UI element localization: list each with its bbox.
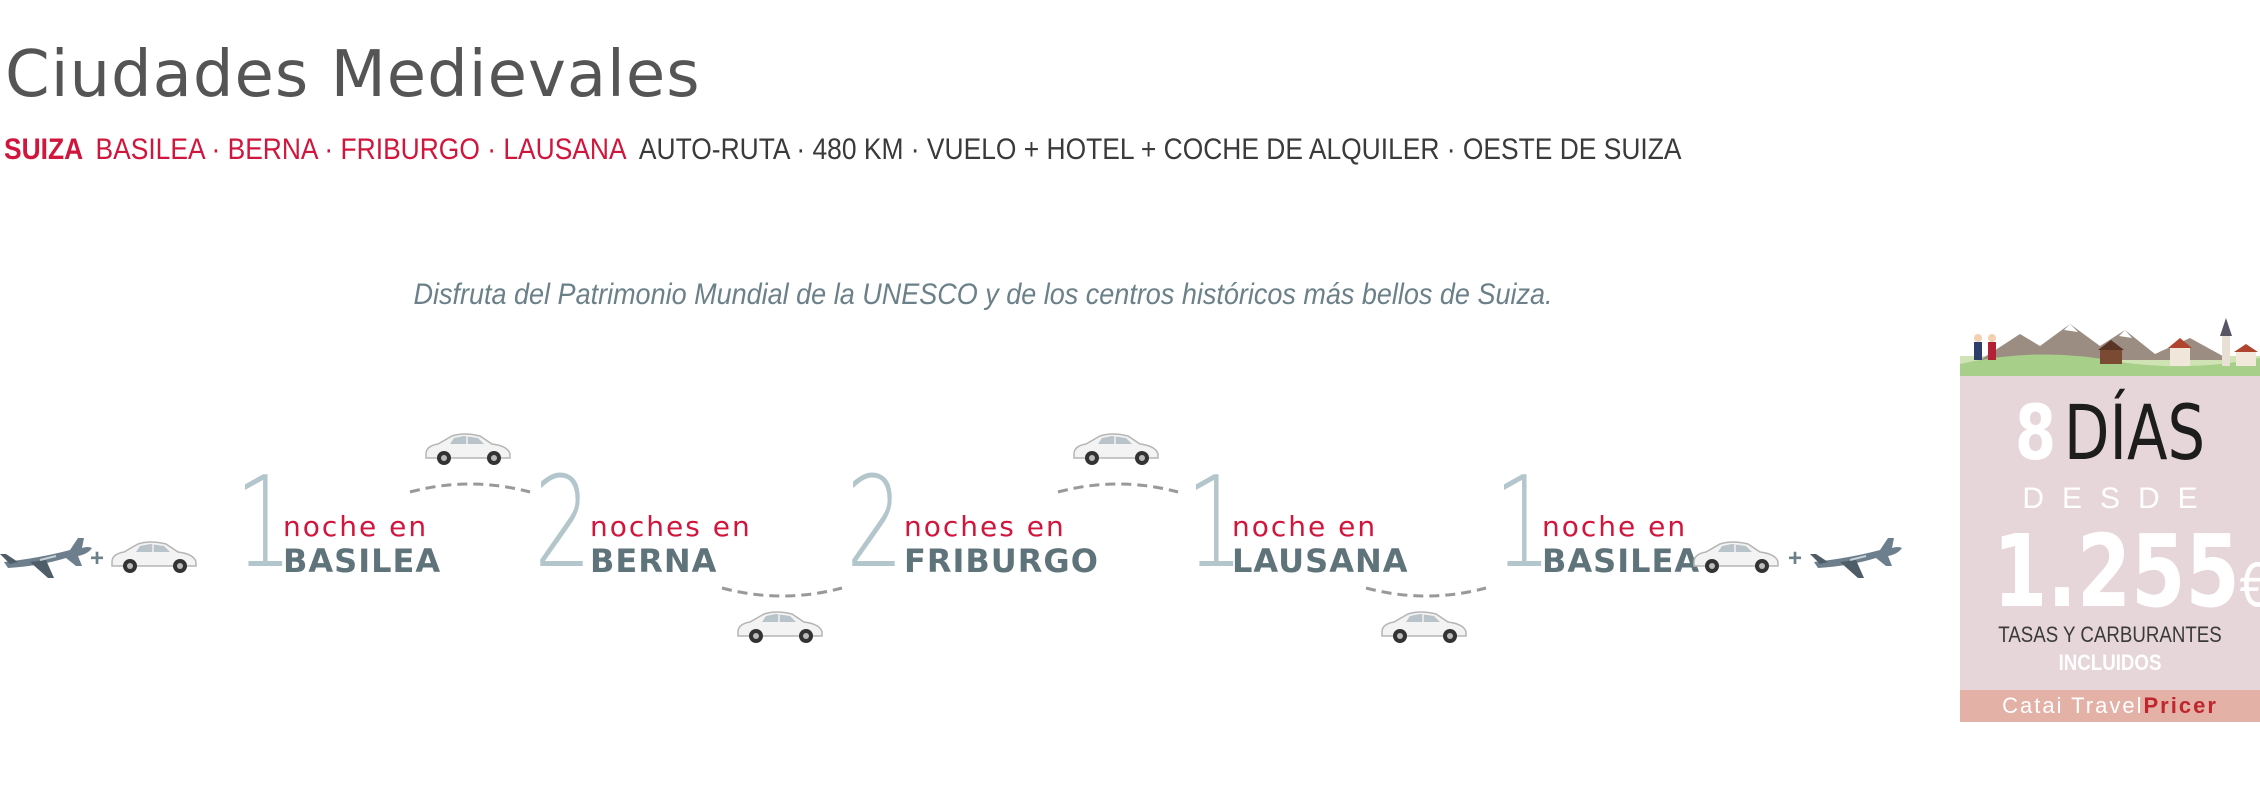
- tagline: Disfruta del Patrimonio Mundial de la UN…: [413, 278, 1553, 311]
- price-panel: [1960, 376, 2260, 690]
- car-icon: [1381, 611, 1467, 644]
- car-icon: [1073, 433, 1159, 466]
- nights-number: 2: [846, 449, 904, 596]
- nights-label: noches en: [590, 510, 752, 543]
- nights-label: noches en: [904, 510, 1066, 543]
- city-name: BASILEA: [1542, 542, 1701, 580]
- days-number: 8: [2014, 388, 2057, 477]
- nights-number: 1: [1494, 449, 1552, 596]
- route-arc-up: [1057, 482, 1179, 494]
- included-label: INCLUIDOS: [2058, 650, 2162, 675]
- plane-icon: [1810, 537, 1903, 579]
- car-icon: [111, 541, 197, 574]
- page-title: Ciudades Medievales: [5, 38, 701, 112]
- city-name: FRIBURGO: [904, 542, 1099, 580]
- nights-label: noche en: [283, 510, 429, 543]
- city-name: BASILEA: [283, 542, 442, 580]
- route-arc-down: [721, 586, 843, 598]
- price-value: 1.255€: [1993, 516, 2260, 642]
- from-label: DESDE: [2022, 482, 2216, 515]
- route-arc-down: [1365, 586, 1487, 598]
- plus-sign: +: [1788, 545, 1803, 572]
- plane-icon: [0, 537, 93, 579]
- route-arc-up: [409, 482, 531, 494]
- days-text: DÍAS: [2063, 388, 2206, 477]
- brand-name: Catai Travel: [2002, 693, 2144, 718]
- swiss-landscape-illustration: [1960, 318, 2260, 376]
- brand-bar: Catai TravelPricer: [1960, 690, 2260, 722]
- nights-number: 1: [1186, 449, 1244, 596]
- nights-number: 1: [235, 449, 293, 596]
- taxes-label: TASAS Y CARBURANTES: [1998, 622, 2222, 647]
- cities-list: BASILEA · BERNA · FRIBURGO · LAUSANA: [95, 133, 627, 166]
- country-label: SUIZA: [4, 133, 84, 166]
- route-details: AUTO-RUTA · 480 KM · VUELO + HOTEL + COC…: [638, 133, 1682, 166]
- nights-number: 2: [534, 449, 592, 596]
- car-icon: [737, 611, 823, 644]
- plus-sign: +: [90, 545, 105, 572]
- car-icon: [425, 433, 511, 466]
- price-currency: €: [2240, 551, 2260, 621]
- price-amount: 1.255: [1993, 513, 2240, 630]
- nights-label: noche en: [1232, 510, 1378, 543]
- city-name: LAUSANA: [1232, 542, 1409, 580]
- subtitle: SUIZA BASILEA · BERNA · FRIBURGO · LAUSAN…: [4, 133, 1681, 167]
- city-name: BERNA: [590, 542, 718, 580]
- car-icon: [1693, 541, 1779, 574]
- nights-label: noche en: [1542, 510, 1688, 543]
- brand-pricer: Pricer: [2143, 693, 2218, 718]
